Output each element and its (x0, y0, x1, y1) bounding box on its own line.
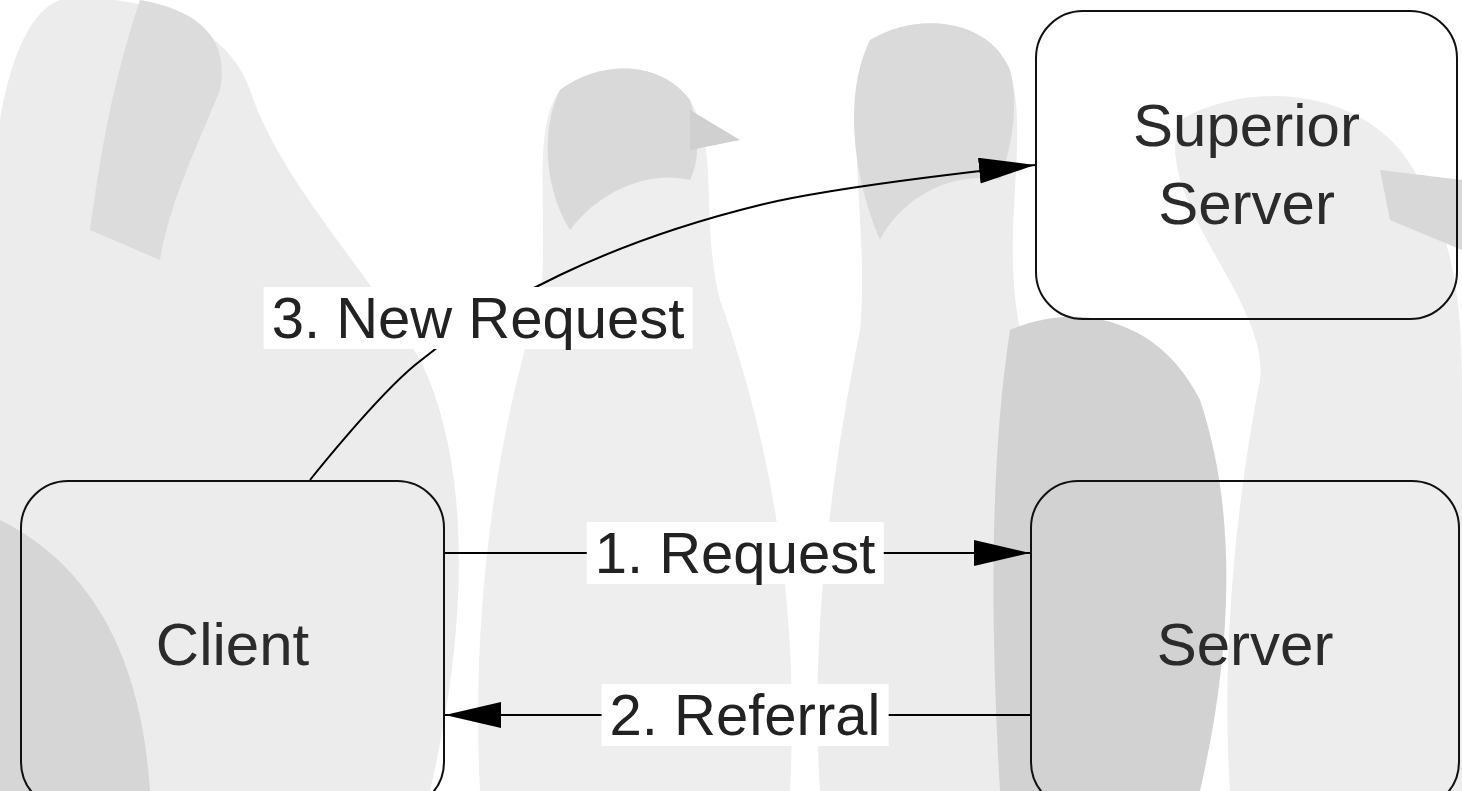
penguin-beak (690, 110, 740, 150)
penguin-wing (0, 520, 150, 791)
node-label: Client (156, 606, 309, 684)
penguin-body (0, 0, 459, 791)
rounded-box: Superior Server (1035, 10, 1458, 320)
penguin-head (90, 0, 222, 260)
node-label: Server (1157, 606, 1334, 684)
node-label: Superior Server (1087, 87, 1407, 243)
rounded-box: Server (1030, 480, 1460, 791)
rounded-box: Client (20, 480, 445, 791)
penguin-head (854, 23, 1014, 240)
edge-label: 3. New Request (264, 287, 693, 349)
penguin-head (548, 69, 698, 230)
penguin-left (0, 0, 459, 791)
penguin-body (478, 69, 792, 791)
penguin-middle (478, 69, 792, 791)
edge-label: 1. Request (587, 522, 884, 584)
edge-label: 2. Referral (602, 684, 889, 746)
penguin-beak (1380, 170, 1462, 250)
